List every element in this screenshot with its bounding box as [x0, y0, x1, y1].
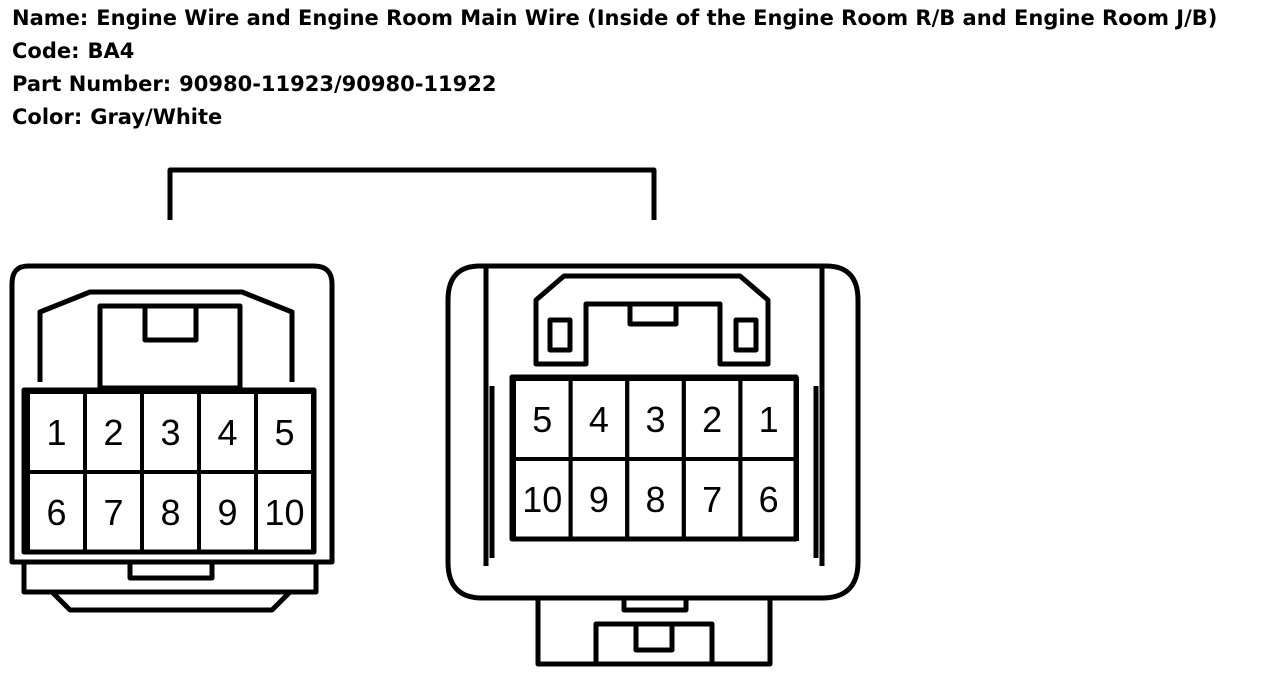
- left-connector-base: [21, 562, 319, 613]
- right-connector-bottom-key: [535, 598, 773, 667]
- connector-info: Name: Engine Wire and Engine Room Main Wi…: [12, 2, 1217, 134]
- color-line: Color: Gray/White: [12, 101, 1217, 134]
- code-label: Code:: [12, 39, 80, 63]
- right-pin-label-8: 8: [645, 479, 665, 520]
- right-pin-label-4: 4: [589, 399, 609, 440]
- right-pin-label-1: 1: [759, 399, 779, 440]
- name-label: Name:: [12, 6, 89, 30]
- right-pin-label-10: 10: [522, 479, 562, 520]
- left-pin-label-3: 3: [160, 412, 180, 453]
- right-pin-label-7: 7: [702, 479, 722, 520]
- code-value: BA4: [87, 39, 135, 63]
- name-line: Name: Engine Wire and Engine Room Main Wi…: [12, 2, 1217, 35]
- part-number-line: Part Number: 90980-11923/90980-11922: [12, 68, 1217, 101]
- left-connector-latch: [97, 303, 243, 391]
- name-value: Engine Wire and Engine Room Main Wire (I…: [96, 6, 1218, 30]
- right-pin-cell-6: [738, 457, 800, 541]
- left-pin-label-9: 9: [217, 492, 237, 533]
- right-pin-label-2: 2: [702, 399, 722, 440]
- left-pin-label-6: 6: [46, 492, 66, 533]
- left-connector-lock: [37, 289, 295, 382]
- left-connector-housing: [9, 263, 335, 565]
- left-connector-latch-slot: [142, 306, 199, 343]
- color-value: Gray/White: [90, 105, 223, 129]
- code-line: Code: BA4: [12, 35, 1217, 68]
- right-pin-label-6: 6: [759, 479, 779, 520]
- left-pin-label-2: 2: [103, 412, 123, 453]
- part-number-label: Part Number:: [12, 72, 172, 96]
- left-pin-label-8: 8: [160, 492, 180, 533]
- right-pin-label-5: 5: [532, 399, 552, 440]
- right-pin-label-9: 9: [589, 479, 609, 520]
- right-connector-left-tab: [547, 317, 573, 353]
- right-connector-right-tab: [733, 317, 759, 353]
- right-connector-housing: [445, 263, 861, 601]
- left-pin-cell-10: [254, 470, 315, 554]
- left-pin-label-7: 7: [103, 492, 123, 533]
- pairing-bracket: [167, 167, 657, 220]
- right-connector-latch-frame: [533, 273, 771, 367]
- color-label: Color:: [12, 105, 83, 129]
- left-pin-label-1: 1: [46, 412, 66, 453]
- left-pin-label-10: 10: [264, 492, 304, 533]
- left-pin-label-4: 4: [217, 412, 237, 453]
- right-connector-lock: [483, 268, 825, 566]
- part-number-value: 90980-11923/90980-11922: [179, 72, 497, 96]
- right-connector-side-rails: [489, 386, 819, 558]
- right-pin-label-3: 3: [645, 399, 665, 440]
- right-connector-latch-slot: [627, 301, 679, 327]
- left-pin-label-5: 5: [274, 412, 294, 453]
